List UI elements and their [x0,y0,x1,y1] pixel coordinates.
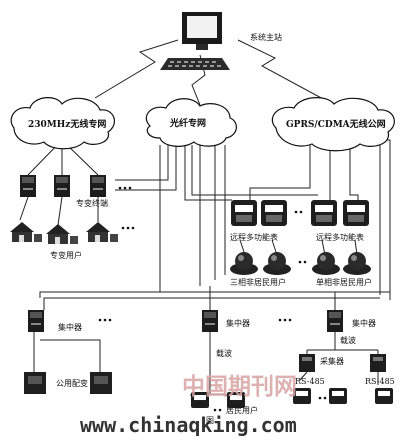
public-transformer-icon-2 [90,372,112,394]
ellipsis-dots [98,186,327,412]
three-phase-user-label: 三相非居民用户 [230,277,286,287]
bulb-icon-2 [263,252,291,275]
meter-icon-3 [311,200,337,226]
concentrator-icon-left [28,310,44,332]
house-icon-1 [10,222,42,242]
partial-figure-char: 图 [206,416,214,425]
watermark-text: 中国期刊网 [182,374,297,400]
carrier-right-label: 载波 [340,335,356,345]
link-gprs [237,39,326,101]
main-station-label: 系统主站 [250,32,282,42]
link-230 [94,39,179,99]
dedicated-terminal-3 [90,175,106,197]
concentrator-left-label: 集中器 [58,322,82,332]
bulb-icon-4 [343,252,371,275]
public-transformer-label: 公用配变 [56,378,88,388]
house-icon-2 [46,224,78,244]
collector-label: 采集器 [320,356,344,366]
single-phase-user-label: 单相非居民用户 [316,277,372,287]
house-icon-3 [86,222,118,242]
carrier-mid-label: 载波 [216,348,232,358]
concentrator-icon-right [327,310,343,332]
concentrator-right-label: 集中器 [352,318,376,328]
bulb-icon-1 [230,252,258,275]
resident-meter-icon-4 [329,388,347,404]
cloud-230 [10,97,116,150]
meter-icon-2 [261,200,287,226]
dedicated-terminal-2 [54,175,70,197]
resident-meter-icon-5 [375,388,393,404]
bulb-icon-3 [312,252,340,275]
network-230-label: 230MHz无线专网 [28,118,106,130]
multi-meter-right-label: 远程多功能表 [316,232,364,242]
multi-meter-left-label: 远程多功能表 [230,232,278,242]
concentrator-mid-label: 集中器 [226,318,250,328]
collector-icon-2 [370,354,386,372]
rs485-left-label: RS-485 [295,377,325,386]
dedicated-terminal-label: 专变终端 [76,198,108,208]
dedicated-user-label: 专变用户 [50,250,82,260]
cloud-gprs [271,97,395,152]
collector-icon-1 [299,354,315,372]
meter-icon-4 [343,200,369,226]
public-transformer-icon-1 [24,372,46,394]
cloud-fiber [145,98,237,147]
concentrator-icon-mid [202,310,218,332]
resident-user-label: 居民用户 [226,405,258,415]
dedicated-terminal-1 [20,175,36,197]
network-fiber-label: 光纤专网 [169,117,206,129]
rs485-right-label: RS-485 [365,377,395,386]
meter-icon-1 [231,200,257,226]
network-gprs-label: GPRS/CDMA无线公网 [286,118,386,130]
watermark-url: www.chinaqking.com [80,413,297,437]
main-station-computer [160,12,230,70]
